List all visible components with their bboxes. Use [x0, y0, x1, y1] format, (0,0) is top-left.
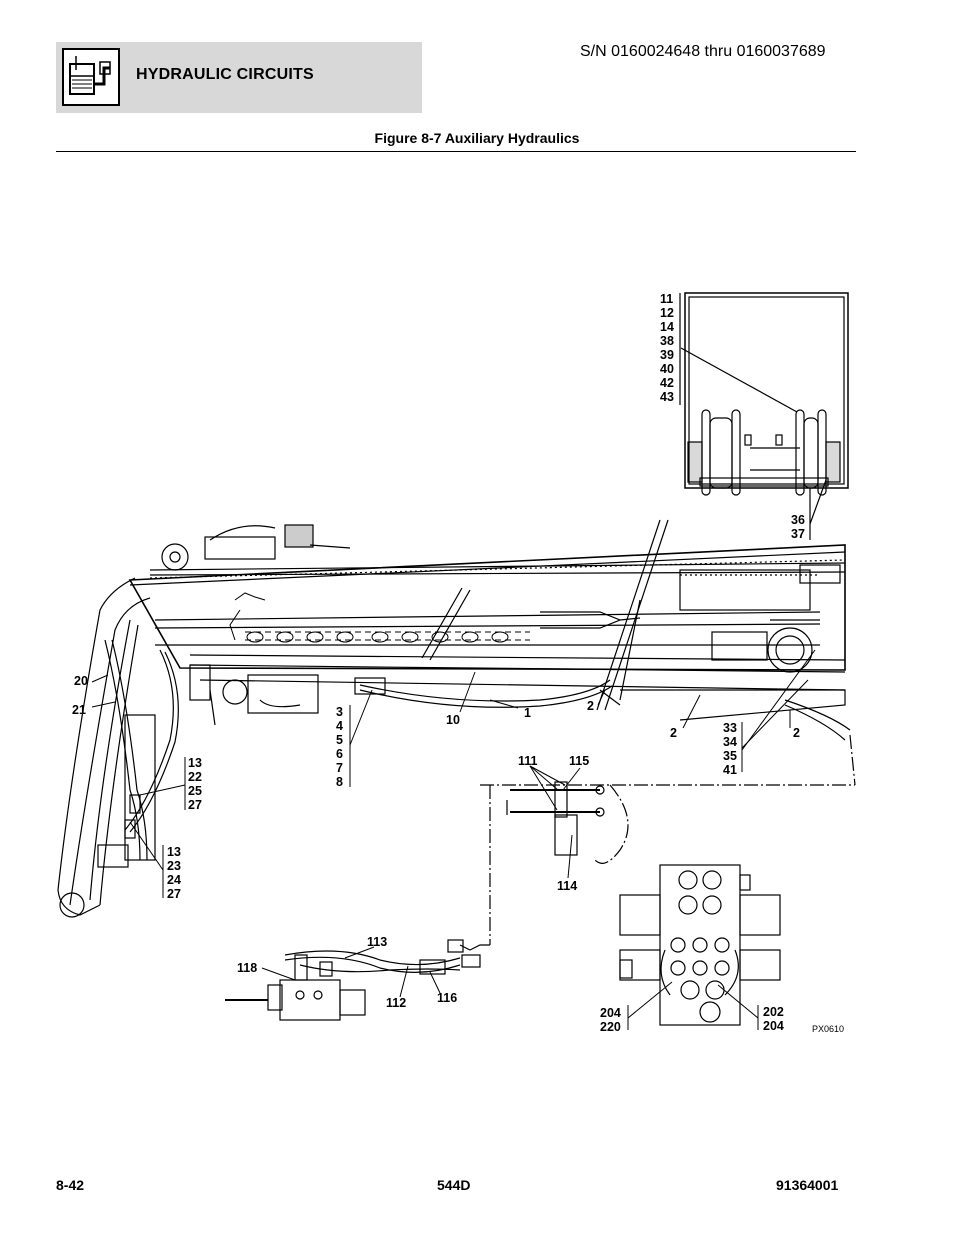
boom-head: [57, 577, 179, 918]
callout-7: 7: [336, 761, 343, 775]
section-title: HYDRAULIC CIRCUITS: [136, 66, 314, 83]
callout-114: 114: [557, 879, 577, 893]
part-number: 91364001: [776, 1177, 839, 1193]
hydraulic-reservoir-icon: [62, 48, 120, 106]
callout-1: 1: [524, 706, 531, 720]
figure-title: Figure 8-7 Auxiliary Hydraulics: [374, 130, 580, 146]
callout-20: 20: [74, 674, 88, 688]
callout-27a: 27: [188, 798, 202, 812]
callout-34: 34: [723, 735, 737, 749]
callout-12: 12: [660, 306, 674, 320]
callout-13b: 13: [167, 845, 181, 859]
header-divider: [56, 151, 856, 152]
callout-8: 8: [336, 775, 343, 789]
callout-27b: 27: [167, 887, 181, 901]
callout-21: 21: [72, 703, 86, 717]
callout-33: 33: [723, 721, 737, 735]
serial-range: S/N 0160024648 thru 0160037689: [580, 43, 826, 60]
callout-115: 115: [569, 754, 589, 768]
callout-labels: 11 12 14 38 39 40 42 43 36 37 20 21 13 2…: [72, 292, 844, 1034]
callout-2c: 2: [793, 726, 800, 740]
model-number: 544D: [437, 1177, 471, 1193]
section-header: HYDRAULIC CIRCUITS: [56, 42, 422, 113]
boom-cross-section-detail: [684, 292, 849, 496]
hose-assembly: [225, 939, 490, 1021]
page-number: 8-42: [56, 1177, 85, 1193]
callout-40: 40: [660, 362, 674, 376]
hydraulic-line-route: [480, 784, 855, 945]
callout-113: 113: [367, 935, 387, 949]
callout-112: 112: [386, 996, 406, 1010]
boom-assembly: [128, 519, 846, 726]
callout-38: 38: [660, 334, 674, 348]
callout-35: 35: [723, 749, 737, 763]
callout-6: 6: [336, 747, 343, 761]
callout-37: 37: [791, 527, 805, 541]
callout-10: 10: [446, 713, 460, 727]
quick-couplers: [506, 781, 605, 856]
callout-23: 23: [167, 859, 181, 873]
callout-25: 25: [188, 784, 202, 798]
callout-39: 39: [660, 348, 674, 362]
callout-118: 118: [237, 961, 257, 975]
callout-3: 3: [336, 705, 343, 719]
callout-111: 111: [518, 754, 538, 768]
callout-11: 11: [660, 292, 673, 306]
callout-36: 36: [791, 513, 805, 527]
callout-204a: 204: [600, 1006, 621, 1020]
callout-2a: 2: [587, 699, 594, 713]
callout-116: 116: [437, 991, 457, 1005]
drawing-id: PX0610: [812, 1024, 844, 1034]
callout-42: 42: [660, 376, 674, 390]
control-valve: [619, 864, 781, 1026]
callout-43: 43: [660, 390, 674, 404]
callout-220: 220: [600, 1020, 621, 1034]
callout-4: 4: [336, 719, 343, 733]
callout-13a: 13: [188, 756, 202, 770]
callout-24: 24: [167, 873, 181, 887]
callout-5: 5: [336, 733, 343, 747]
callout-14: 14: [660, 320, 674, 334]
callout-202: 202: [763, 1005, 784, 1019]
callout-41: 41: [723, 763, 737, 777]
callout-2b: 2: [670, 726, 677, 740]
callout-204b: 204: [763, 1019, 784, 1033]
callout-leaders: [91, 649, 816, 1030]
callout-22: 22: [188, 770, 202, 784]
